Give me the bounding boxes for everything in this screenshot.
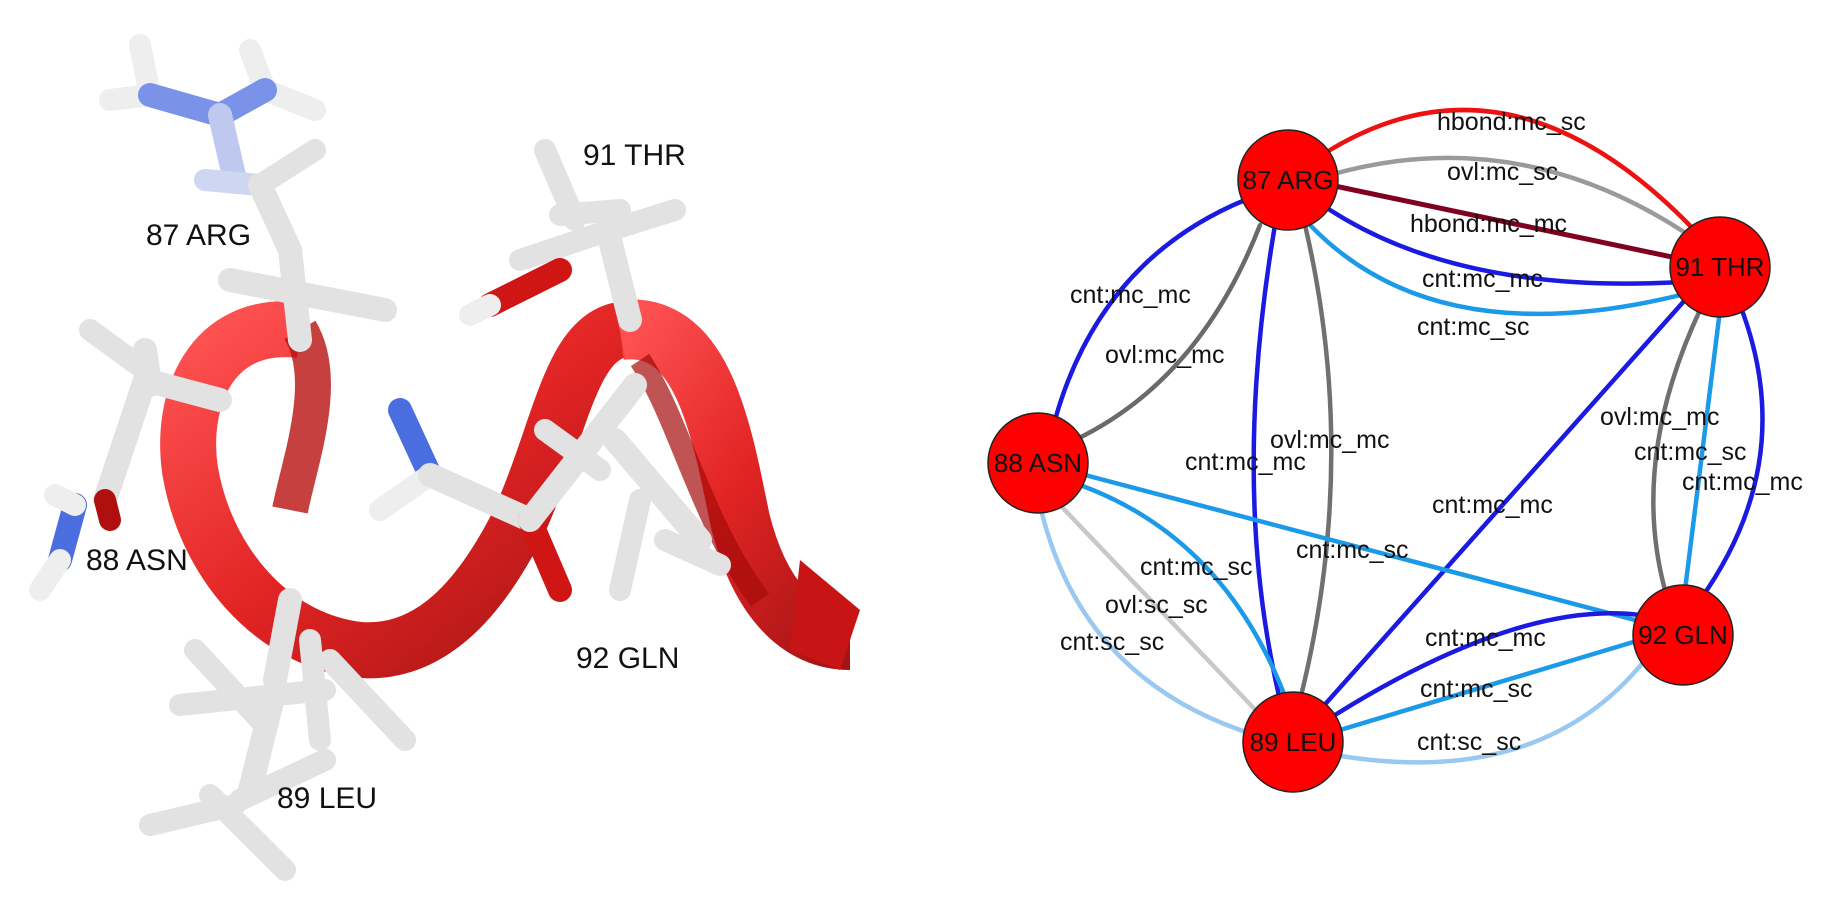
edge-label: cnt:sc_sc bbox=[1060, 628, 1164, 656]
edge-label: cnt:sc_sc bbox=[1417, 728, 1521, 756]
edge-arg-leu-ovl-mc-mc bbox=[1297, 222, 1334, 703]
edge-label: hbond:mc_mc bbox=[1410, 210, 1567, 238]
node-87-arg: 87 ARG bbox=[1237, 129, 1339, 231]
edge-label: cnt:mc_sc bbox=[1420, 675, 1533, 703]
edge-label: ovl:sc_sc bbox=[1105, 591, 1208, 619]
arg-sidechain bbox=[99, 34, 397, 352]
residue-label-91-thr: 91 THR bbox=[583, 139, 686, 172]
edge-label: cnt:mc_mc bbox=[1070, 281, 1191, 309]
edge-arg-thr-cnt-mc-mc bbox=[1327, 207, 1713, 286]
node-88-asn: 88 ASN bbox=[987, 412, 1089, 514]
edge-thr-gln-cnt-mc-mc bbox=[1697, 302, 1765, 603]
edge-arg-thr-cnt-mc-sc bbox=[1307, 222, 1703, 317]
edge-asn-leu-cnt-sc-sc bbox=[1037, 502, 1258, 738]
interaction-network: hbond:mc_sc ovl:mc_sc hbond:mc_mc cnt:mc… bbox=[987, 107, 1803, 793]
edge-label: hbond:mc_sc bbox=[1437, 108, 1586, 136]
node-91-thr: 91 THR bbox=[1669, 216, 1771, 318]
edge-thr-gln-cnt-mc-sc bbox=[1682, 307, 1723, 593]
edge-arg-asn-ovl-mc-mc bbox=[1072, 222, 1263, 443]
edge-asn-leu-cnt-mc-sc bbox=[1077, 482, 1293, 713]
edge-arg-thr-hbond-mc-mc bbox=[1327, 182, 1713, 268]
edge-label: cnt:mc_sc bbox=[1296, 536, 1409, 564]
residue-label-89-leu: 89 LEU bbox=[277, 782, 377, 815]
edge-leu-gln-cnt-sc-sc bbox=[1332, 657, 1648, 765]
edge-arg-asn-cnt-mc-mc bbox=[1052, 197, 1248, 423]
edge-label: cnt:mc_sc bbox=[1140, 553, 1253, 581]
edge-leu-gln-cnt-mc-mc bbox=[1332, 611, 1643, 718]
edge-arg-thr-ovl-mc-sc bbox=[1327, 155, 1733, 268]
edge-label: ovl:mc_mc bbox=[1105, 341, 1224, 369]
edge-arg-leu-cnt-mc-mc bbox=[1251, 222, 1283, 703]
edge-label: cnt:mc_mc bbox=[1682, 468, 1803, 496]
edge-label: ovl:mc_mc bbox=[1270, 426, 1389, 454]
gln-sidechain bbox=[369, 373, 731, 602]
node-label: 87 ARG bbox=[1242, 165, 1333, 195]
edge-leu-gln-cnt-mc-sc bbox=[1337, 637, 1643, 733]
edge-thr-leu-cnt-mc-mc bbox=[1317, 297, 1688, 713]
node-label: 92 GLN bbox=[1638, 620, 1728, 650]
edge-asn-leu-ovl-sc-sc bbox=[1057, 502, 1268, 723]
edge-arg-thr-hbond-mc-sc bbox=[1327, 107, 1733, 273]
residue-label-88-asn: 88 ASN bbox=[86, 544, 188, 577]
edge-label: cnt:mc_sc bbox=[1634, 438, 1747, 466]
edge-label: cnt:mc_mc bbox=[1432, 491, 1553, 519]
edge-label: cnt:mc_sc bbox=[1417, 313, 1530, 341]
asn-sidechain bbox=[29, 319, 232, 601]
edge-asn-gln-cnt-mc-sc bbox=[1082, 472, 1638, 623]
residue-label-92-gln: 92 GLN bbox=[576, 642, 679, 675]
residue-label-87-arg: 87 ARG bbox=[146, 219, 251, 252]
node-label: 91 THR bbox=[1675, 252, 1764, 282]
edge-label: cnt:mc_mc bbox=[1425, 624, 1546, 652]
edge-label: cnt:mc_mc bbox=[1185, 448, 1306, 476]
thr-sidechain bbox=[459, 139, 686, 332]
edge-label: ovl:mc_mc bbox=[1600, 403, 1719, 431]
edge-label: cnt:mc_mc bbox=[1422, 265, 1543, 293]
node-label: 89 LEU bbox=[1250, 727, 1337, 757]
node-89-leu: 89 LEU bbox=[1242, 691, 1344, 793]
edge-thr-gln-ovl-mc-mc bbox=[1651, 307, 1703, 593]
structure-panel: 87 ARG 91 THR 88 ASN 92 GLN 89 LEU bbox=[29, 34, 860, 881]
leu-sidechain bbox=[139, 588, 416, 881]
node-92-gln: 92 GLN bbox=[1632, 584, 1734, 686]
edge-label: ovl:mc_sc bbox=[1447, 158, 1558, 186]
node-label: 88 ASN bbox=[994, 448, 1082, 478]
